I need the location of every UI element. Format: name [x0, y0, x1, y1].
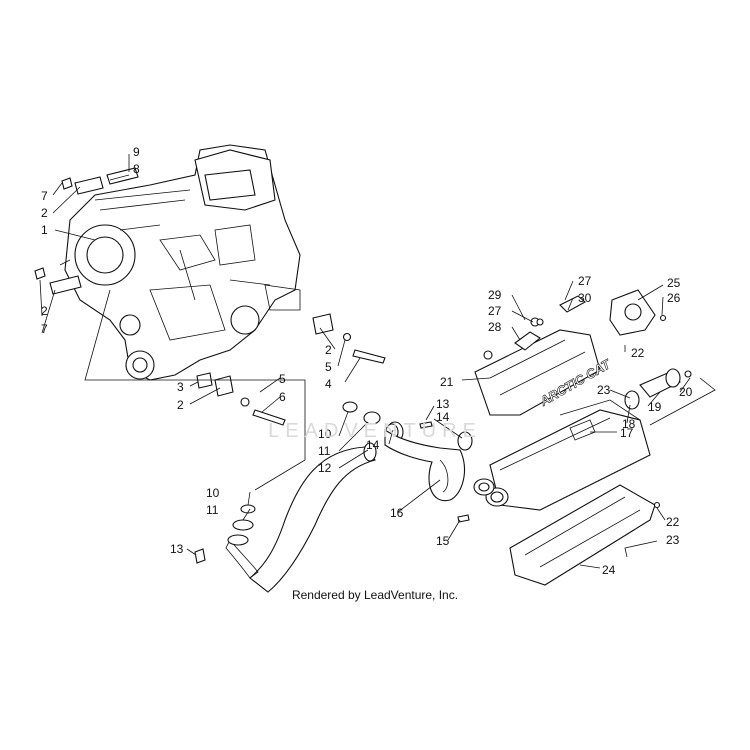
callout-27: 27	[488, 304, 502, 318]
callout-16: 16	[390, 506, 404, 520]
callout-26: 26	[667, 291, 681, 305]
render-credit: Rendered by LeadVenture, Inc.	[291, 588, 459, 602]
callout-27: 27	[578, 274, 592, 288]
heat-shield[interactable]: ARCTIC CAT	[474, 329, 614, 416]
callout-11: 11	[206, 503, 219, 517]
leader-lines	[39, 154, 716, 569]
callout-12: 12	[318, 461, 332, 475]
callout-14: 14	[436, 410, 450, 424]
callout-22: 22	[631, 346, 645, 360]
callout-2: 2	[41, 206, 48, 220]
callout-20: 20	[679, 385, 693, 399]
callout-24: 24	[602, 563, 616, 577]
callout-29: 29	[488, 288, 502, 302]
callout-17: 17	[620, 426, 634, 440]
callout-2: 2	[41, 304, 48, 318]
callout-9: 9	[133, 145, 140, 159]
callout-6: 6	[279, 390, 286, 404]
callout-25: 25	[667, 276, 681, 290]
callout-18: 18	[622, 417, 636, 431]
spark-arrestor[interactable]	[624, 368, 692, 410]
callout-2: 2	[177, 398, 184, 412]
callout-19: 19	[648, 400, 662, 414]
callout-15: 15	[436, 534, 450, 548]
callout-14: 14	[366, 438, 380, 452]
shield-brackets[interactable]	[483, 295, 586, 360]
callout-30: 30	[578, 291, 592, 305]
callout-10: 10	[206, 486, 220, 500]
callout-1: 1	[41, 223, 48, 237]
callout-3: 3	[177, 380, 184, 394]
front-pipe[interactable]	[384, 428, 465, 502]
callout-10: 10	[318, 427, 332, 441]
callout-21: 21	[440, 375, 454, 389]
watermark: LEADVENTURE	[268, 420, 482, 442]
engine-assembly[interactable]	[59, 144, 301, 381]
callout-5: 5	[325, 360, 332, 374]
callout-7: 7	[41, 322, 48, 336]
callout-23: 23	[597, 383, 611, 397]
callout-7: 7	[41, 189, 48, 203]
callout-22: 22	[666, 515, 680, 529]
callout-2: 2	[325, 343, 332, 357]
lower-heat-shield[interactable]	[509, 484, 661, 586]
callout-13: 13	[170, 542, 184, 556]
callout-8: 8	[133, 162, 140, 176]
muffler[interactable]	[473, 399, 651, 511]
callout-23: 23	[666, 533, 680, 547]
outlet-flange[interactable]	[609, 289, 667, 336]
callout-28: 28	[488, 320, 502, 334]
callout-4: 4	[325, 377, 332, 391]
header-pipe[interactable]	[225, 442, 377, 593]
callouts: 9 8 7 2 1 2 7 2 5 4 3 2 5 6 10 11 12 13 …	[41, 145, 693, 577]
callout-11: 11	[318, 444, 331, 458]
callout-5: 5	[279, 372, 286, 386]
callout-13: 13	[436, 397, 450, 411]
